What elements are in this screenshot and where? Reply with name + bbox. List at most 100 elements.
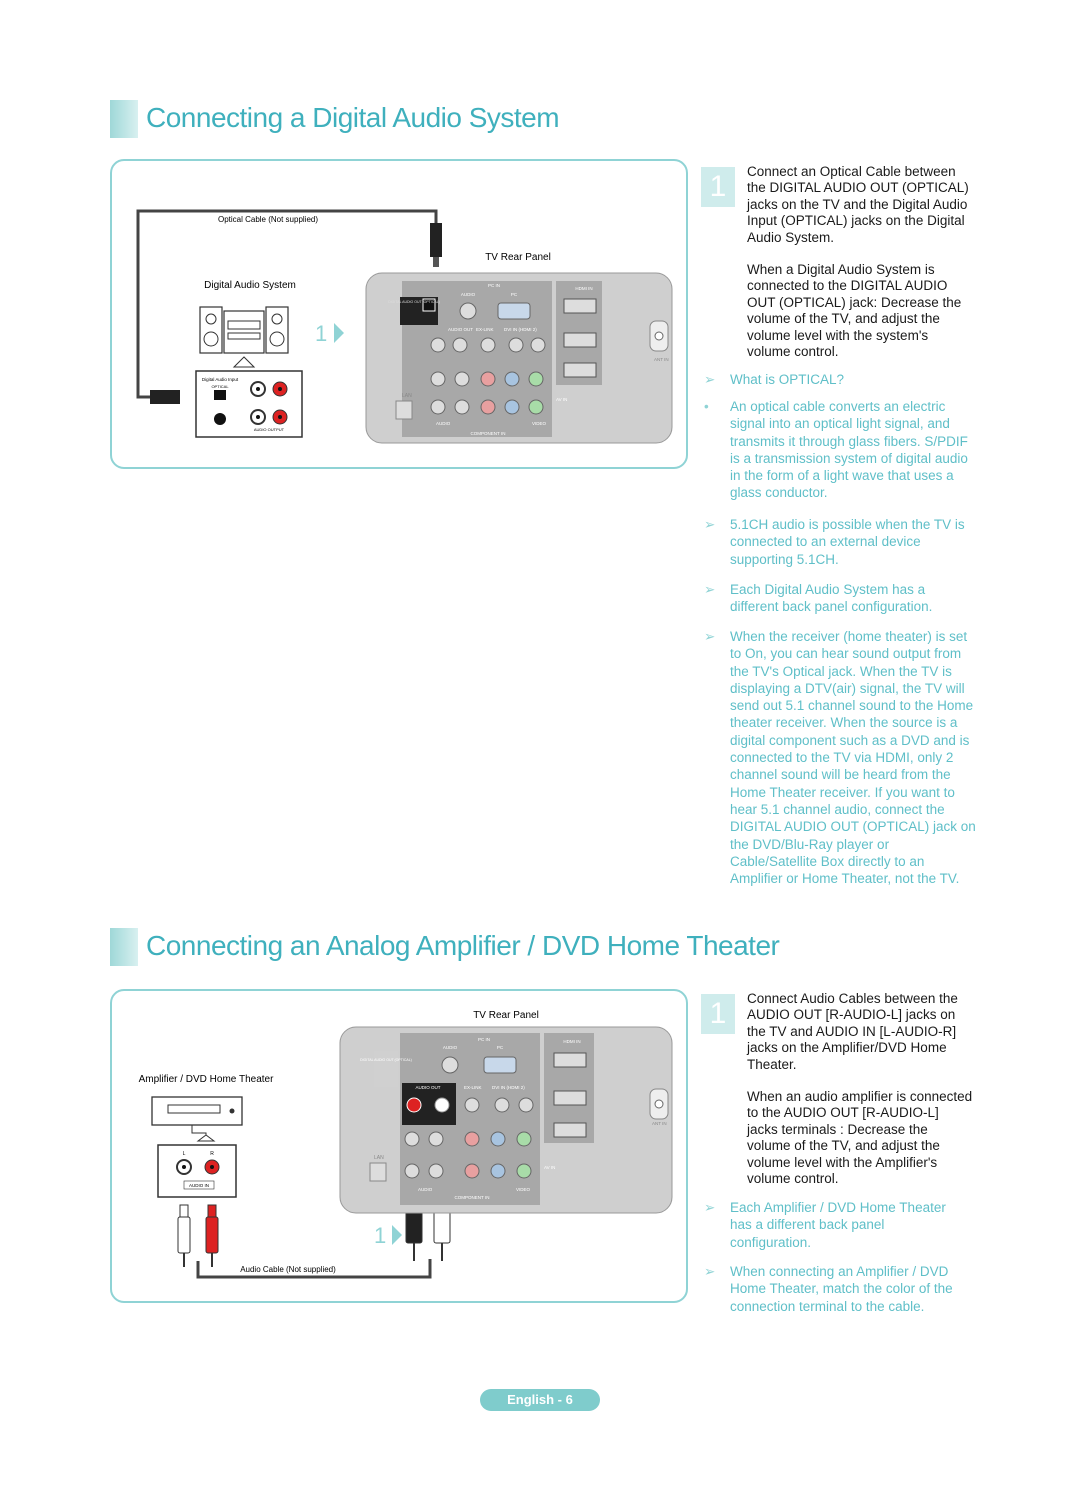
note-text: An optical cable converts an electric si… (730, 399, 968, 501)
heading-accent-bar (110, 928, 138, 966)
tv-rear-panel-label: TV Rear Panel (485, 252, 551, 263)
audio-row-label: AUDIO (436, 421, 451, 426)
digital-audio-system-label: Digital Audio System (204, 280, 296, 291)
note-text: When connecting an Amplifier / DVD Home … (730, 1264, 953, 1314)
amplifier-side-plugs (177, 1204, 219, 1267)
device-r-label: R (210, 1151, 214, 1157)
note-item: ➢ When the receiver (home theater) is se… (704, 628, 976, 887)
step-marker-arrow (334, 323, 344, 343)
amplifier-label: Amplifier / DVD Home Theater (139, 1074, 275, 1085)
section-title: Connecting a Digital Audio System (146, 102, 560, 133)
dvi-in-label: DVI IN (HDMI 2) (504, 327, 537, 332)
note-item: ➢ What is OPTICAL? (704, 371, 966, 388)
ant-in-label: ANT IN (652, 1121, 667, 1126)
lan-label: LAN (402, 393, 412, 399)
ex-link-label: EX-LINK (476, 327, 494, 332)
optical-cable-line (136, 209, 438, 399)
diagram-panel-optical: Optical Cable (Not supplied) TV Rear Pan… (110, 159, 688, 469)
component-in-label: COMPONENT IN (455, 1195, 490, 1200)
video-row-label: VIDEO (516, 1187, 531, 1192)
audio-row-label: AUDIO (418, 1187, 433, 1192)
bullet-icon: • (704, 399, 709, 414)
note-item: • An optical cable converts an electric … (704, 398, 976, 502)
note-arrow-icon: ➢ (704, 629, 716, 644)
step-marker-arrow (392, 1225, 402, 1245)
audio-label: AUDIO (443, 1045, 458, 1050)
optical-plug-tip (433, 257, 439, 267)
pc-label: PC (511, 292, 518, 297)
device-l-label: L (183, 1151, 186, 1157)
optical-cable-label: Optical Cable (Not supplied) (218, 215, 318, 224)
heading-accent-bar (110, 100, 138, 138)
audio-output-label: AUDIO OUTPUT (254, 427, 285, 432)
step-number-badge: 1 (701, 167, 735, 207)
pc-in-label: PC IN (488, 283, 500, 288)
pc-in-label: PC IN (478, 1037, 490, 1042)
dvi-in-label: DVI IN (HDMI 2) (492, 1085, 525, 1090)
note-item: ➢ Each Digital Audio System has a differ… (704, 581, 976, 616)
optical-plug-left (150, 390, 180, 404)
step-number-badge: 1 (701, 994, 735, 1034)
step-marker-number: 1 (315, 321, 327, 346)
amplifier-device: L R AUDIO IN (151, 1096, 243, 1198)
optical-connection-diagram: Optical Cable (Not supplied) TV Rear Pan… (136, 209, 673, 444)
tv-rear-panel: DIGITAL AUDIO OUT (OPTICAL) PC IN HDMI I… (339, 1026, 673, 1214)
digital-audio-out-label: DIGITAL AUDIO OUT (OPTICAL) (388, 300, 440, 304)
note-item: ➢ When connecting an Amplifier / DVD Hom… (704, 1263, 966, 1315)
analog-connection-diagram: TV Rear Panel Amplifier / DVD Home Theat… (139, 1010, 673, 1279)
note-arrow-icon: ➢ (704, 582, 716, 597)
section-title: Connecting an Analog Amplifier / DVD Hom… (146, 930, 780, 961)
note-item: ➢ Each Amplifier / DVD Home Theater has … (704, 1199, 966, 1251)
diagram-panel-analog: TV Rear Panel Amplifier / DVD Home Theat… (110, 989, 688, 1303)
note-item: ➢ 5.1CH audio is possible when the TV is… (704, 516, 976, 568)
note-text: What is OPTICAL? (730, 372, 845, 387)
device-coax-jack (214, 413, 226, 425)
digital-audio-out-block (374, 1051, 398, 1087)
step-marker-number: 1 (374, 1223, 386, 1248)
component-jacks-row-2 (404, 1163, 532, 1179)
note-arrow-icon: ➢ (704, 517, 716, 532)
av-in-label: AV IN (556, 397, 567, 402)
lan-label: LAN (374, 1155, 384, 1161)
pc-label: PC (497, 1045, 504, 1050)
ant-in-label: ANT IN (654, 357, 669, 362)
tv-rear-panel: DIGITAL AUDIO OUT (OPTICAL) PC IN HDMI I… (365, 272, 673, 444)
step-instruction-volume: When an audio amplifier is connected to … (747, 1089, 973, 1187)
digital-audio-system-device: Digital Audio Input OPTICAL AUDIO OUTPUT (195, 306, 303, 438)
optical-out-jack (422, 298, 436, 312)
audio-cable-line (196, 1259, 432, 1279)
note-arrow-icon: ➢ (704, 1264, 716, 1279)
hdmi-in-label: HDMI IN (575, 286, 592, 291)
optical-plug-top (430, 223, 442, 257)
audio-out-label: AUDIO OUT (448, 327, 473, 332)
audio-label: AUDIO (461, 292, 476, 297)
note-text: When the receiver (home theater) is set … (730, 629, 976, 887)
page-number-badge: English - 6 (480, 1389, 600, 1411)
component-jacks-row-2 (430, 399, 544, 415)
step-instruction: Connect an Optical Cable between the DIG… (747, 164, 969, 245)
video-row-label: VIDEO (532, 421, 547, 426)
audio-cable-label: Audio Cable (Not supplied) (240, 1265, 336, 1274)
step-instruction: Connect Audio Cables between the AUDIO O… (747, 991, 958, 1072)
section-heading-digital-audio: Connecting a Digital Audio System (110, 100, 750, 138)
digital-audio-input-label: Digital Audio Input (202, 377, 239, 382)
component-jacks-row-1 (404, 1131, 532, 1147)
ex-link-label: EX-LINK (464, 1085, 482, 1090)
tv-rear-panel-label: TV Rear Panel (473, 1010, 539, 1021)
audio-in-label: AUDIO IN (189, 1183, 209, 1188)
note-arrow-icon: ➢ (704, 372, 716, 387)
component-in-label: COMPONENT IN (471, 431, 506, 436)
hdmi-in-label: HDMI IN (563, 1039, 580, 1044)
section-heading-analog-amplifier: Connecting an Analog Amplifier / DVD Hom… (110, 928, 780, 966)
optical-input-jack (214, 390, 226, 400)
note-text: 5.1CH audio is possible when the TV is c… (730, 517, 965, 567)
note-text: Each Amplifier / DVD Home Theater has a … (730, 1200, 946, 1250)
note-text: Each Digital Audio System has a differen… (730, 582, 933, 615)
audio-out-label: AUDIO OUT (415, 1085, 440, 1090)
component-jacks-row-1 (430, 371, 544, 387)
step-instruction-volume: When a Digital Audio System is connected… (747, 262, 962, 360)
digital-audio-out-label: DIGITAL AUDIO OUT (OPTICAL) (360, 1058, 412, 1062)
av-in-label: AV IN (544, 1165, 555, 1170)
optical-jack-label: OPTICAL (211, 384, 229, 389)
note-arrow-icon: ➢ (704, 1200, 716, 1215)
